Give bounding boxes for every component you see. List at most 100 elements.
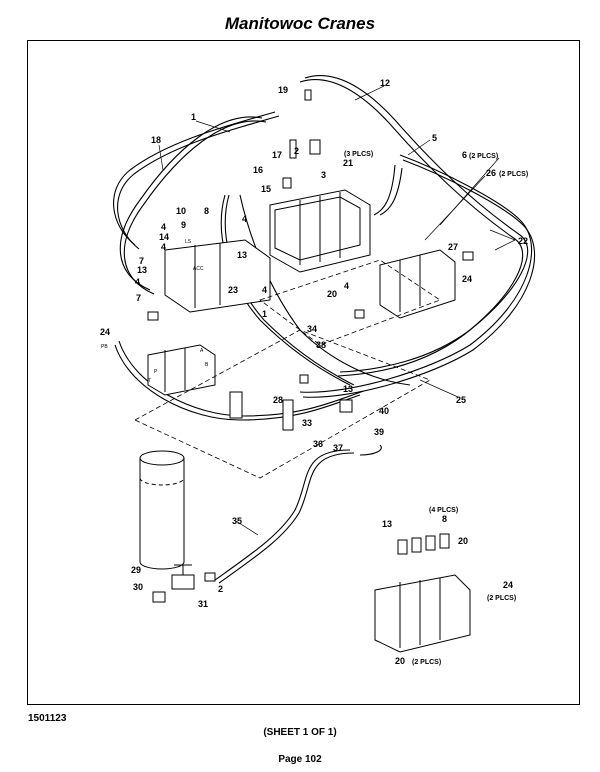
port-label-pb: PB [101,344,108,350]
callout-14: 14 [159,232,169,242]
callout-2: 2 [294,146,299,156]
callout-2: 2 [218,584,223,594]
callout-13: 13 [137,265,147,275]
callout-7: 7 [139,256,144,266]
callout-21: 21 [343,158,353,168]
callout-8: 8 [204,206,209,216]
hose-24-left [114,344,361,421]
callout-4: 4 [135,277,140,287]
callout-35: 35 [232,516,242,526]
callout-8: 8 [442,514,447,524]
callout-24: 24 [100,327,110,337]
port-label-t: T [148,378,151,384]
shutoff-valve [152,564,216,603]
callout-24: 24 [503,580,513,590]
callout-4: 4 [161,242,166,252]
callout-34: 34 [307,324,317,334]
callout-4: 4 [161,222,166,232]
callout-25: 25 [456,395,466,405]
mounting-plate [134,259,441,479]
callout-31: 31 [198,599,208,609]
port-labels: PB LS ACC T P A B [101,239,209,384]
callout-40: 40 [379,406,389,416]
callout-13: 13 [382,519,392,529]
callout-18: 18 [151,135,161,145]
callout-17: 17 [272,150,282,160]
lower-left-valve [147,344,216,396]
callout-24: 24 [462,274,472,284]
callout-6: 6 [462,150,467,160]
note-2-plcs: (2 PLCS) [487,595,516,602]
callout-26: 26 [486,168,496,178]
callout-19: 19 [278,85,288,95]
callout-37: 37 [333,443,343,453]
note-3-plcs: (3 PLCS) [344,151,373,158]
callout-20: 20 [395,656,405,666]
callout-23: 23 [228,285,238,295]
secondary-valve [379,249,456,319]
port-label-acc: ACC [193,266,204,272]
callout-9: 9 [181,220,186,230]
hose-24-left-inner [118,340,365,417]
hose-35-inner [218,452,355,584]
callout-7: 7 [136,293,141,303]
callout-1: 1 [191,112,196,122]
callout-27: 27 [448,242,458,252]
callout-22: 22 [518,236,528,246]
callout-4: 4 [262,285,267,295]
callout-4: 4 [242,214,247,224]
sheet-indicator: (SHEET 1 OF 1) [263,727,337,738]
note-2-plcs: (2 PLCS) [499,171,528,178]
port-label-ls: LS [185,239,192,245]
page-number: Page 102 [278,754,322,765]
hose-22-inner [302,159,536,398]
callout-39: 39 [374,427,384,437]
callout-20: 20 [327,289,337,299]
callout-16: 16 [253,165,263,175]
drawing-frame [27,40,580,705]
callout-4: 4 [344,281,349,291]
callout-5: 5 [432,133,437,143]
callout-numbers: 1 1 2 2 3 4 4 4 4 4 4 5 6 7 7 8 8 9 10 1… [100,78,528,666]
callout-20: 20 [458,536,468,546]
callout-28: 28 [273,395,283,405]
port-label-p: P [154,369,158,375]
hose-routing [113,75,536,584]
hose-34-inner [224,194,355,386]
hose-35 [214,449,351,581]
callout-30: 30 [133,582,143,592]
callout-29: 29 [131,565,141,575]
reservoir-tank [139,450,185,570]
document-number: 1501123 [28,713,67,724]
fittings [147,89,474,431]
callout-36: 36 [313,439,323,449]
note-2-plcs: (2 PLCS) [412,659,441,666]
callout-1: 1 [262,309,267,319]
leader-lines [158,85,516,536]
hose-34 [220,194,351,386]
callout-15: 15 [261,184,271,194]
hose-1-inner [123,120,267,295]
note-4-plcs: (4 PLCS) [429,507,458,514]
callout-38: 38 [316,340,326,350]
hose-1 [119,116,263,291]
callout-13: 13 [343,384,353,394]
hose-37 [359,444,382,456]
callout-3: 3 [321,170,326,180]
quantity-notes: (3 PLCS) (2 PLCS) (2 PLCS) (4 PLCS) (2 P… [344,151,528,666]
hose-18 [113,111,276,246]
hose-18-inner [117,115,280,250]
page-title: Manitowoc Cranes [224,14,376,33]
hose-5 [379,167,403,216]
hose-12 [304,75,529,373]
callout-12: 12 [380,78,390,88]
note-2-plcs: (2 PLCS) [469,153,498,160]
manifold-block [164,239,271,313]
callout-33: 33 [302,418,312,428]
hose-12-inner [299,79,524,377]
callout-13: 13 [237,250,247,260]
callout-10: 10 [176,206,186,216]
port-label-b: B [205,362,209,368]
main-control-valve [269,189,371,273]
